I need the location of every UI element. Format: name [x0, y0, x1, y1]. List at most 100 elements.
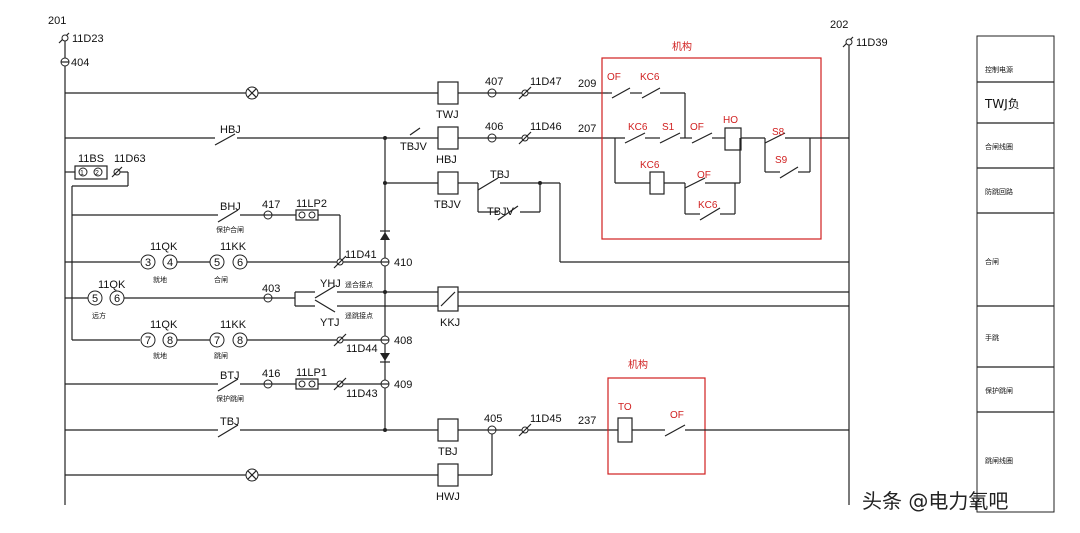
twj-label: TWJ [436, 109, 459, 121]
ytj-label: YTJ [320, 317, 340, 329]
svg-text:8: 8 [237, 335, 243, 347]
tiaozha-label: 跳闸 [214, 351, 228, 360]
svg-text:3: 3 [145, 257, 151, 269]
bs-label: 11BS [78, 153, 104, 165]
tbjv-contact-label: TBJV [487, 206, 515, 218]
kc6-coil [649, 171, 665, 195]
svg-text:2: 2 [95, 170, 99, 177]
yhj-sub-label: 遥合接点 [345, 280, 373, 289]
btj-label: BTJ [220, 370, 240, 382]
svg-text:6: 6 [114, 293, 120, 305]
tbj-left-label: TBJ [220, 416, 240, 428]
mech-to: TO [618, 402, 632, 413]
terminal-11d47: 11D47 [530, 76, 562, 88]
mech-of-2: OF [690, 122, 704, 133]
node-410: 410 [394, 257, 412, 269]
right-bus-number: 202 [830, 19, 848, 31]
tbjv-contact-label-top: TBJV [400, 141, 428, 153]
qk-b-label: 11QK [98, 279, 126, 291]
hezha-label: 合闸 [214, 275, 228, 284]
mechanism-bottom-title: 机构 [628, 358, 648, 371]
lamp-icon [245, 86, 259, 100]
function-table [976, 35, 1055, 513]
kk-c-label: 11KK [220, 319, 247, 331]
node-406: 406 [485, 121, 503, 133]
node-408: 408 [394, 335, 412, 347]
node-209: 209 [578, 78, 596, 90]
jiudi2-label: 就地 [153, 351, 167, 360]
table-row-6: 手跳 [985, 333, 999, 342]
yhj-label: YHJ [320, 278, 341, 290]
mech-kc6-2: KC6 [628, 122, 648, 133]
tbjv-coil-label: TBJV [434, 199, 462, 211]
table-row-7: 保护跳闸 [985, 386, 1013, 395]
svg-text:7: 7 [214, 335, 220, 347]
node-407: 407 [485, 76, 503, 88]
table-row-5: 合闸 [985, 257, 999, 266]
svg-text:5: 5 [92, 293, 98, 305]
kk-a-label: 11KK [220, 241, 247, 253]
left-fuse [60, 57, 70, 67]
node-409: 409 [394, 379, 412, 391]
node-416: 416 [262, 368, 280, 380]
hwj-label: HWJ [436, 491, 460, 503]
mech-s9: S9 [775, 155, 788, 166]
terminal-11d45: 11D45 [530, 413, 562, 425]
mech-of-3: OF [697, 170, 711, 181]
terminal-11d43: 11D43 [346, 388, 378, 400]
tbjv-coil [437, 171, 459, 195]
node-237: 237 [578, 415, 596, 427]
svg-text:5: 5 [214, 257, 220, 269]
tbj-coil [437, 418, 459, 442]
mech-s8: S8 [772, 127, 785, 138]
mechanism-top-title: 机构 [672, 40, 692, 53]
bhj-label: BHJ [220, 201, 241, 213]
table-row-3: 合闸线圈 [985, 142, 1013, 151]
bhj-sub-label: 保护合闸 [216, 225, 244, 234]
bs-terminal-label: 11D63 [114, 153, 146, 165]
svg-text:4: 4 [167, 257, 173, 269]
mechanism-bottom-box [607, 377, 706, 475]
mech-of-1: OF [607, 72, 621, 83]
mech-kc6-4: KC6 [698, 200, 718, 211]
node-417: 417 [262, 199, 280, 211]
mech-ho: HO [723, 115, 738, 126]
left-fuse-label: 404 [71, 57, 89, 69]
table-row-2: TWJ负 [984, 97, 1020, 111]
ytj-sub-label: 遥跳接点 [345, 311, 373, 320]
to-coil [617, 417, 633, 443]
right-terminal-label: 11D39 [856, 37, 888, 49]
lamp-icon-bottom [245, 468, 259, 482]
ho-coil [724, 127, 742, 151]
table-row-4: 防跳回路 [985, 187, 1013, 196]
tbj-contact-label: TBJ [490, 169, 510, 181]
hbj-contact-label: HBJ [220, 124, 241, 136]
node-207: 207 [578, 123, 596, 135]
terminal-11d46: 11D46 [530, 121, 562, 133]
lp1-label: 11LP1 [296, 367, 327, 379]
hbj-coil-label: HBJ [436, 154, 457, 166]
terminal-11d44: 11D44 [346, 343, 378, 355]
btj-sub-label: 保护跳闸 [216, 394, 244, 403]
mechanism-top-box [601, 57, 822, 240]
node-403: 403 [262, 283, 280, 295]
hwj-coil [437, 463, 459, 487]
svg-text:1: 1 [80, 170, 84, 177]
diode-down-icon [380, 353, 390, 361]
twj-coil [437, 81, 459, 105]
lp2-label: 11LP2 [296, 198, 327, 210]
qk-c-label: 11QK [150, 319, 178, 331]
mech-of-bottom: OF [670, 410, 684, 421]
jiudi-label: 就地 [153, 275, 167, 284]
svg-text:6: 6 [237, 257, 243, 269]
svg-text:7: 7 [145, 335, 151, 347]
terminal-11d41: 11D41 [345, 249, 377, 261]
left-bus-number: 201 [48, 15, 66, 27]
mech-kc6-3: KC6 [640, 160, 660, 171]
svg-text:8: 8 [167, 335, 173, 347]
table-row-8: 跳闸线圈 [985, 456, 1013, 465]
tbj-coil-label: TBJ [438, 446, 458, 458]
node-405: 405 [484, 413, 502, 425]
left-terminal-label: 11D23 [72, 33, 104, 45]
diode-up-icon [380, 232, 390, 240]
